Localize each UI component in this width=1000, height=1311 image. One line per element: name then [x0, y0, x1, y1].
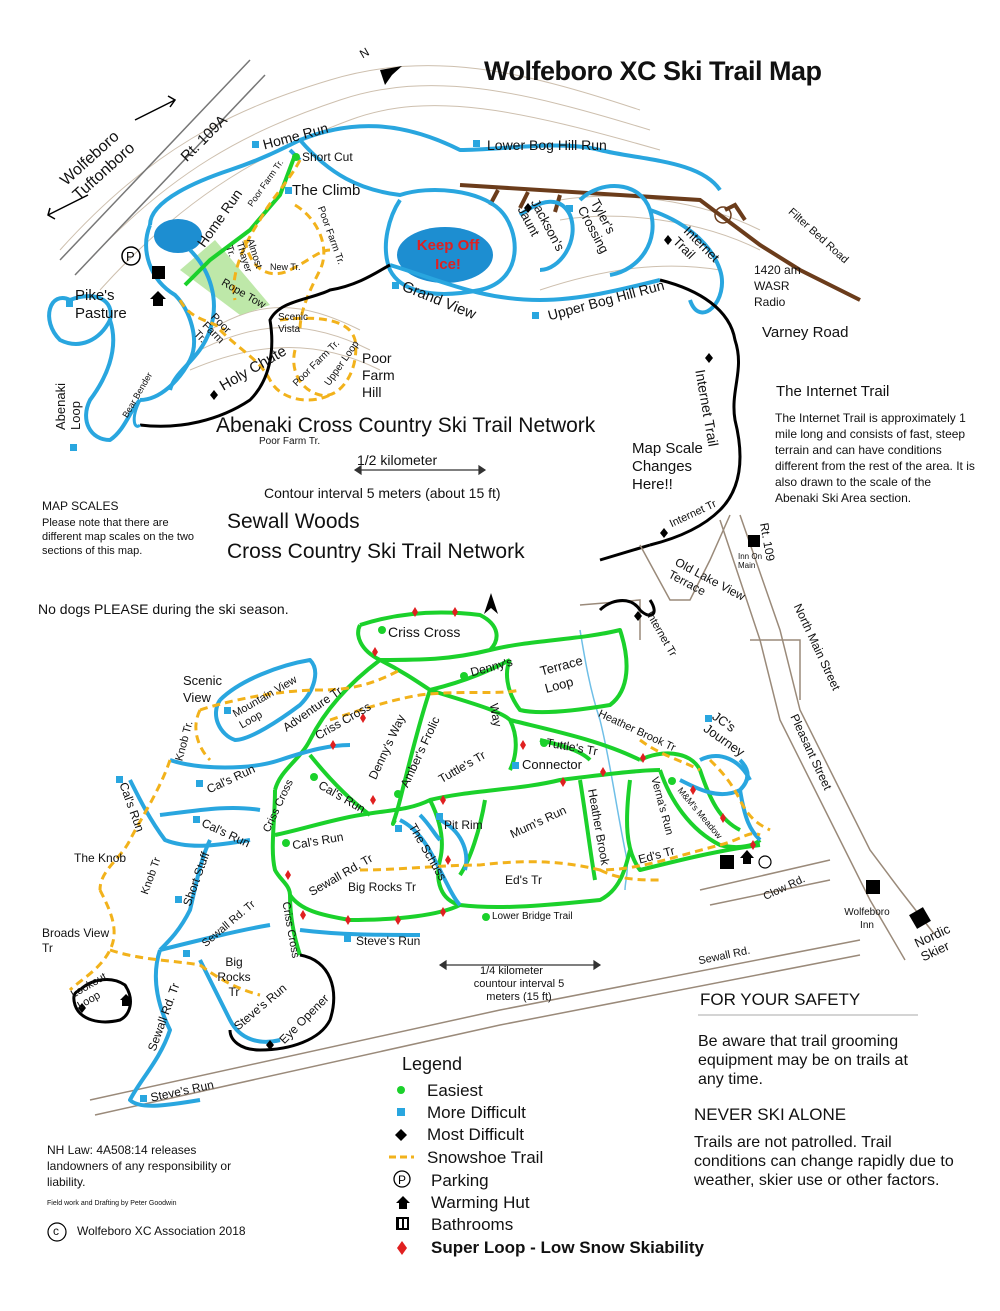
black-trails-bottom	[72, 599, 656, 1052]
legend-super-loop: Super Loop - Low Snow Skiability	[431, 1238, 704, 1257]
lake-keep-off	[397, 227, 493, 283]
sewall-heading-1: Sewall Woods	[227, 510, 360, 533]
label-scenic-view: Scenic View	[183, 673, 223, 705]
label-stevens-1: Steve's Run	[356, 934, 421, 948]
snowshoe-top	[178, 159, 358, 402]
blue-trails-top	[47, 124, 724, 442]
rope-tow-slope	[180, 240, 270, 315]
map-title: Wolfeboro XC Ski Trail Map	[484, 56, 822, 86]
abenaki-contour-label: Contour interval 5 meters (about 15 ft)	[264, 485, 501, 501]
copyright-symbol: c	[53, 1224, 59, 1238]
label-criss-cross-top: Criss Cross	[388, 624, 461, 640]
map-scales-text: Please note that there are different map…	[42, 517, 195, 557]
rating-markers	[66, 140, 713, 1102]
label-scenic-vista: Scenic Vista	[278, 312, 309, 335]
svg-text:P: P	[398, 1173, 406, 1187]
label-eds-tr-2: Ed's Tr	[505, 873, 542, 887]
label-the-climb: The Climb	[292, 182, 361, 199]
north-arrows	[380, 66, 498, 614]
label-abenaki-loop: Abenaki Loop	[53, 383, 83, 430]
pond-home-run	[154, 219, 202, 253]
legend-symbols: P	[47, 1086, 414, 1255]
patrol-notice: Trails are not patrolled. Trail conditio…	[694, 1134, 954, 1189]
svg-text:P: P	[126, 249, 135, 264]
blue-trails-bottom	[128, 658, 762, 1108]
buildings	[748, 535, 931, 929]
legend-bathrooms: Bathrooms	[431, 1215, 514, 1234]
super-loop-markers	[285, 607, 756, 925]
copyright-line: Wolfeboro XC Association 2018	[77, 1224, 246, 1238]
never-ski-alone: NEVER SKI ALONE	[694, 1105, 847, 1124]
label-poor-farm-hill: Poor Farm Hill	[362, 350, 395, 400]
snowshoe-bottom	[68, 668, 771, 997]
contour-lines	[59, 65, 761, 371]
label-pikes: Pike's Pasture	[75, 287, 127, 322]
legend-most-difficult: Most Difficult	[427, 1125, 524, 1144]
heather-brook-stream	[579, 629, 628, 891]
label-lower-bridge: Lower Bridge Trail	[492, 911, 573, 922]
label-pit-rim: Pit Rim	[444, 818, 483, 832]
abenaki-scale-label: 1/2 kilometer	[357, 452, 438, 468]
abenaki-heading: Abenaki Cross Country Ski Trail Network	[216, 414, 596, 437]
roads-bottom	[89, 514, 936, 1116]
bear-bender-trail	[132, 399, 142, 428]
internet-info-title: The Internet Trail	[776, 383, 890, 400]
label-the-knob: The Knob	[74, 851, 127, 865]
map-scale-change-note: Map Scale Changes Here!!	[632, 440, 703, 493]
legend-parking: Parking	[431, 1171, 489, 1190]
label-broads-view: Broads View Tr	[42, 926, 110, 955]
label-new-tr: New Tr.	[270, 262, 301, 272]
abenaki-sub-label: Poor Farm Tr.	[259, 436, 321, 447]
label-big-rocks-1: Big Rocks Tr	[348, 880, 417, 894]
label-wolfeboro-inn: Wolfeboro Inn	[844, 907, 890, 931]
credit-line: Field work and Drafting by Peter Goodwin	[47, 1200, 177, 1207]
legend-snowshoe: Snowshoe Trail	[427, 1148, 544, 1167]
no-dogs-notice: No dogs PLEASE during the ski season.	[38, 601, 289, 617]
label-big-rocks-2: Big Rocks Tr	[217, 955, 251, 999]
safety-text: Be aware that trail grooming equipment m…	[698, 1033, 908, 1088]
sewall-heading-2: Cross Country Ski Trail Network	[227, 540, 525, 563]
sewall-contour-label: countour interval 5 meters (15 ft)	[473, 978, 565, 1003]
map-facility-icons: P	[120, 206, 772, 1006]
label-connector: Connector	[522, 757, 582, 772]
label-wasr: 1420 am WASR Radio	[754, 263, 801, 309]
label-lower-bog: Lower Bog Hill Run	[487, 137, 607, 153]
scale-bars	[353, 464, 602, 971]
legend-more-difficult: More Difficult	[427, 1103, 526, 1122]
label-inn-on-main: Inn On Main	[738, 552, 763, 570]
safety-title: FOR YOUR SAFETY	[700, 990, 861, 1009]
green-trails-bottom	[270, 610, 762, 956]
nh-law-notice: NH Law: 4A508:14 releases landowners of …	[47, 1143, 232, 1189]
label-varney: Varney Road	[762, 324, 849, 341]
direction-arrows	[47, 95, 177, 220]
internet-info-text: The Internet Trail is approximately 1 mi…	[775, 411, 975, 505]
legend-easiest: Easiest	[427, 1081, 483, 1100]
rt109a-road	[59, 59, 266, 276]
keep-off-ice-warning: Keep Off Ice!	[416, 237, 480, 273]
label-short-cut: Short Cut	[302, 150, 353, 164]
legend-warming-hut: Warming Hut	[431, 1193, 530, 1212]
map-scales-title: MAP SCALES	[42, 499, 119, 513]
sewall-scale-label: 1/4 kilometer	[480, 965, 543, 977]
legend-title: Legend	[402, 1054, 463, 1074]
